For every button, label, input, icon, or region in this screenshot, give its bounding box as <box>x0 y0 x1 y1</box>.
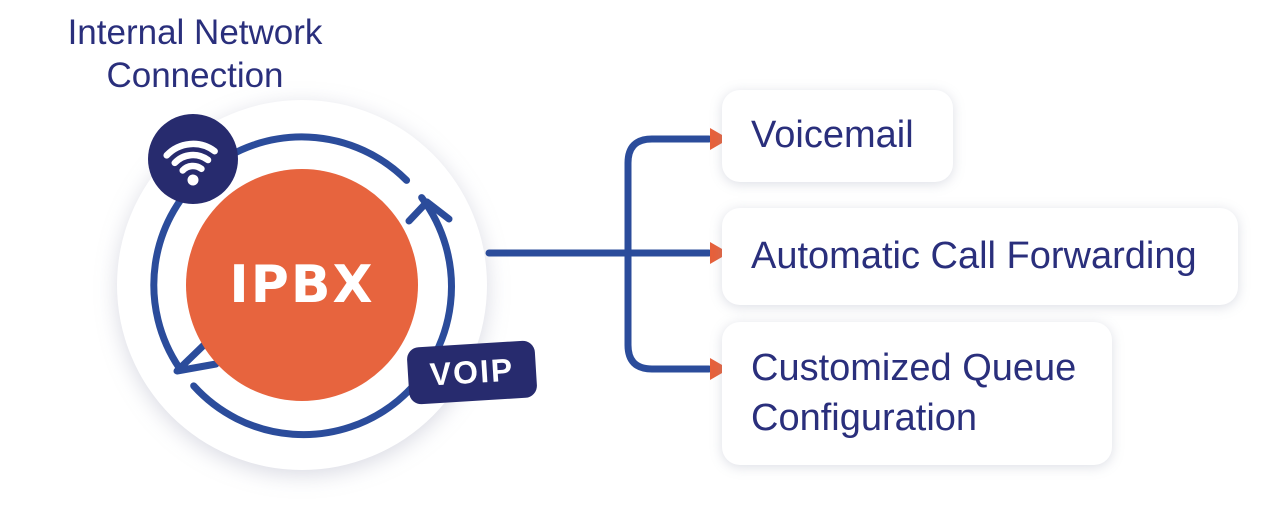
feature-label: Customized Queue Configuration <box>751 347 1077 439</box>
voip-badge: VOIP <box>406 340 538 405</box>
voip-badge-label: VOIP <box>428 351 516 393</box>
arrowhead-voicemail-icon <box>710 128 729 150</box>
hub-label: IPBX <box>229 255 375 315</box>
feature-label: Automatic Call Forwarding <box>751 234 1197 277</box>
feature-box-voicemail: Voicemail <box>722 90 953 182</box>
connector-branch-bottom <box>624 249 713 373</box>
rotation-arc-right <box>190 194 455 439</box>
arrowhead-call-forwarding-icon <box>710 242 729 264</box>
rotation-arrowhead-top-icon <box>405 198 453 225</box>
hub-circle: IPBX <box>186 169 418 401</box>
feature-label: Voicemail <box>751 114 914 157</box>
wifi-icon <box>148 114 238 204</box>
diagram-title: Internal Network Connection <box>67 13 323 95</box>
feature-box-queue-configuration: Customized Queue Configuration <box>722 322 1112 465</box>
arrowhead-queue-config-icon <box>710 358 729 380</box>
feature-box-call-forwarding: Automatic Call Forwarding <box>722 208 1238 305</box>
connector-branch-top <box>624 135 713 257</box>
rotation-arrowhead-bottom-icon <box>173 339 220 375</box>
